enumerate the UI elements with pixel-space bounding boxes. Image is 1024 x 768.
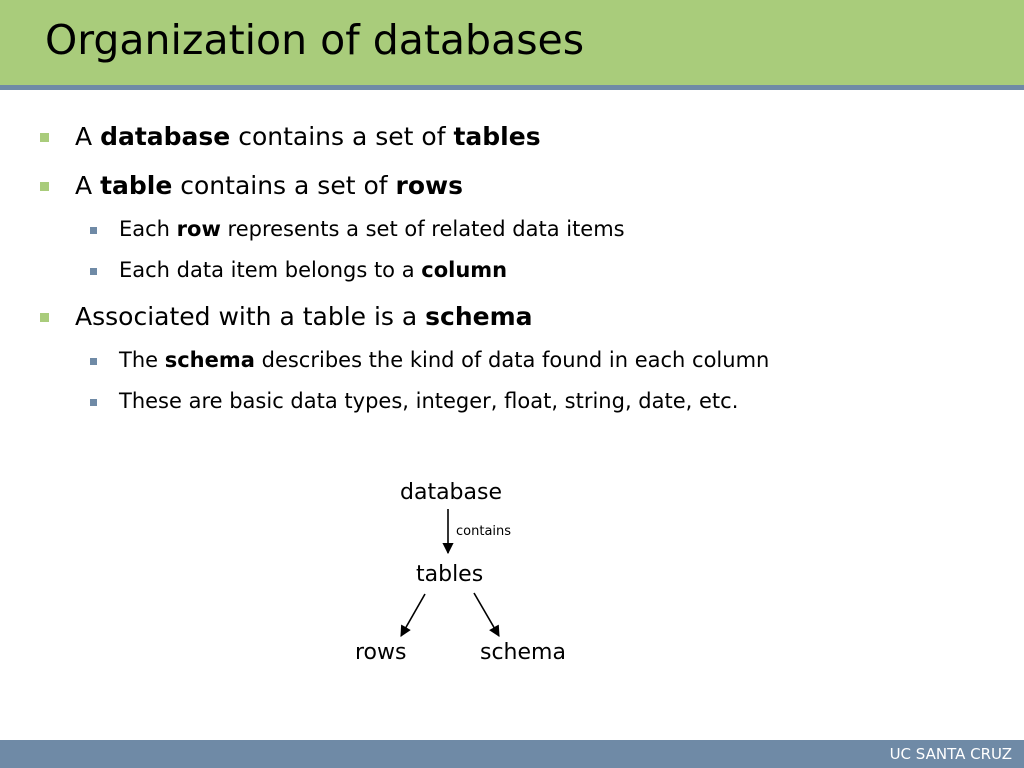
node-tables: tables — [416, 562, 484, 587]
bullet-marker — [40, 182, 49, 191]
node-database: database — [400, 480, 502, 505]
footer-band — [0, 740, 1024, 768]
title-rule — [0, 85, 1024, 90]
node-schema: schema — [480, 640, 566, 665]
sub-bullet-marker — [90, 227, 97, 234]
edge-label-contains: contains — [456, 524, 512, 539]
bullet-text: contains a set of — [230, 122, 454, 151]
bullet-text: Associated with a table is a — [75, 302, 426, 331]
bullet-emphasis: column — [421, 258, 508, 282]
bullet-emphasis: rows — [395, 171, 463, 200]
bullet-marker — [40, 133, 49, 142]
bullet-text: The — [119, 348, 165, 372]
bullet-item: A table contains a set of rows — [75, 171, 463, 200]
sub-bullet-marker — [90, 268, 97, 275]
sub-bullet-item: These are basic data types, integer, flo… — [119, 389, 738, 413]
sub-bullet-marker — [90, 399, 97, 406]
bullet-emphasis: database — [100, 122, 231, 151]
sub-bullet-item: Each data item belongs to a column — [119, 258, 507, 282]
bullet-marker — [40, 313, 49, 322]
footer-brand: UC SANTA CRUZ — [889, 745, 1012, 763]
bullet-text: contains a set of — [172, 171, 396, 200]
arrow-tables-to-rows — [400, 593, 426, 637]
bullet-text: describes the kind of data found in each… — [254, 348, 770, 372]
bullet-text: A — [75, 122, 101, 151]
sub-bullet-item: The schema describes the kind of data fo… — [119, 348, 769, 372]
sub-bullet-item: Each row represents a set of related dat… — [119, 217, 625, 241]
bullet-emphasis: schema — [164, 348, 255, 372]
page-title: Organization of databases — [45, 16, 585, 64]
title-band — [0, 0, 1024, 85]
node-rows: rows — [355, 640, 407, 665]
bullet-emphasis: schema — [425, 302, 533, 331]
bullet-item: A database contains a set of tables — [75, 122, 541, 151]
bullet-text: represents a set of related data items — [220, 217, 625, 241]
bullet-text: These are basic data types, integer, flo… — [119, 389, 739, 413]
bullet-emphasis: tables — [453, 122, 541, 151]
bullet-text: Each data item belongs to a — [119, 258, 422, 282]
bullet-item: Associated with a table is a schema — [75, 302, 533, 331]
sub-bullet-marker — [90, 358, 97, 365]
bullet-emphasis: row — [176, 217, 221, 241]
bullet-text: A — [75, 171, 101, 200]
arrow-tables-to-schema — [473, 592, 500, 637]
bullet-text: Each — [119, 217, 177, 241]
bullet-emphasis: table — [100, 171, 173, 200]
